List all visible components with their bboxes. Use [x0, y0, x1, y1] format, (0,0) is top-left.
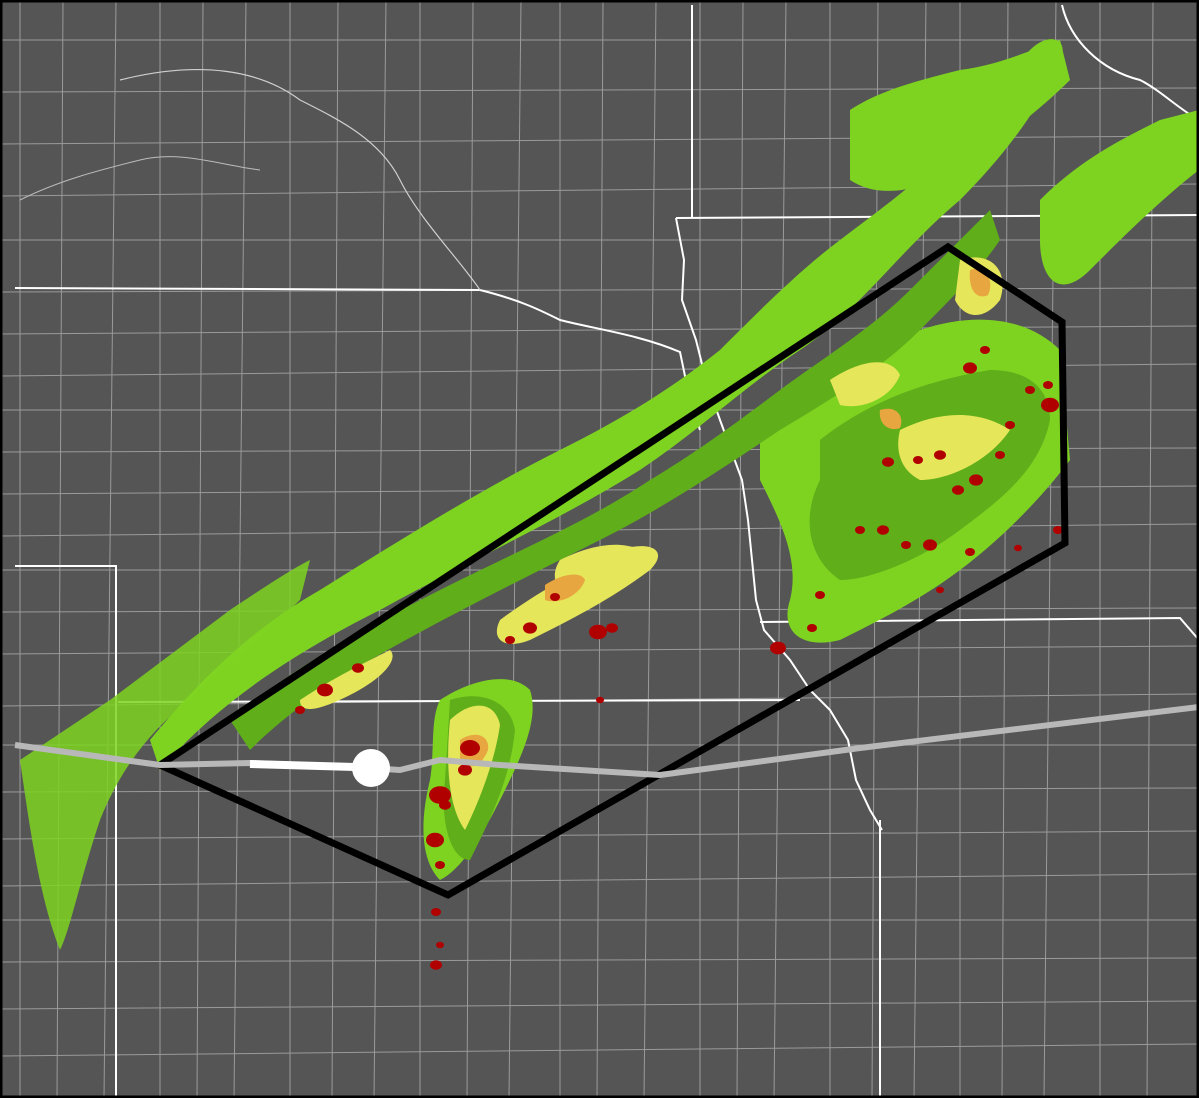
county-line-vertical [1001, 0, 1009, 1098]
radar-extreme-core [429, 786, 451, 804]
radar-extreme-core [460, 740, 480, 756]
radar-extreme-core [550, 593, 560, 601]
radar-extreme-core [317, 683, 333, 697]
radar-extreme-core [807, 624, 817, 632]
radar-extreme-core [980, 346, 990, 354]
county-line-vertical [373, 0, 387, 1098]
radar-extreme-core [1043, 381, 1053, 389]
radar-extreme-core [1041, 397, 1059, 413]
radar-veryheavy-4 [879, 408, 902, 430]
river-upper [119, 68, 481, 291]
radar-extreme-core [934, 450, 946, 460]
radar-extreme-core [815, 591, 825, 599]
radar-extreme-core [436, 941, 444, 949]
radar-extreme-core [877, 525, 889, 535]
track-line-current [249, 760, 356, 771]
state-line-mn-west [479, 289, 701, 431]
county-line-horizontal [0, 1043, 1199, 1057]
river-mid [19, 156, 261, 201]
radar-extreme-core [505, 636, 515, 644]
radar-extreme-core [430, 960, 442, 970]
radar-extreme-core [1053, 526, 1063, 534]
radar-extreme-core [1014, 544, 1022, 552]
radar-band-north [850, 40, 1070, 191]
county-line-vertical [331, 0, 339, 1098]
county-line-horizontal [0, 873, 1199, 887]
radar-extreme-core [458, 764, 472, 776]
state-line-wi-mi [1061, 4, 1199, 121]
county-line-vertical [508, 0, 522, 1098]
state-line-north [14, 287, 481, 291]
radar-extreme-core [770, 641, 786, 655]
county-line-vertical [103, 0, 117, 1098]
radar-extreme-core [439, 800, 451, 810]
storm-track [14, 704, 1199, 787]
radar-band-east [1040, 110, 1199, 285]
radar-extreme-core [882, 457, 894, 467]
radar-extreme-core [913, 456, 923, 464]
radar-extreme-core [352, 663, 364, 673]
radar-extreme-core [523, 622, 537, 634]
radar-heavy-5 [898, 415, 1010, 480]
radar-band-main [150, 39, 1063, 771]
county-line-vertical [736, 0, 744, 1098]
radar-extreme-core [936, 586, 944, 594]
radar-extreme-core [969, 474, 983, 486]
watch-box [152, 242, 1069, 899]
radar-extreme-core [431, 908, 441, 916]
county-line-horizontal [0, 607, 1199, 613]
radar-extreme-core [995, 451, 1005, 459]
radar-extreme-core [435, 861, 445, 869]
radar-extreme-core [1005, 421, 1015, 429]
radar-extreme-core [589, 624, 607, 640]
county-line-vertical [773, 0, 787, 1098]
radar-extreme-core [606, 623, 618, 633]
radar-extreme-core [963, 362, 977, 374]
county-line-horizontal [0, 1000, 1199, 1010]
county-line-horizontal [0, 135, 1199, 145]
radar-extreme-core [596, 696, 604, 704]
radar-heavy-6 [448, 705, 500, 830]
radar-extreme-core [965, 548, 975, 556]
radar-echoes [20, 39, 1199, 970]
radar-heavy-3 [830, 362, 900, 407]
radar-moderate-main [230, 210, 1000, 750]
track-position-marker [352, 749, 390, 787]
county-line-horizontal [0, 183, 1199, 197]
state-line-ne-ks [15, 565, 117, 1098]
county-line-horizontal [0, 957, 1199, 963]
county-line-horizontal [0, 830, 1199, 840]
radar-extreme-core [295, 706, 305, 714]
radar-veryheavy-3 [969, 269, 991, 297]
radar-extreme-core [855, 526, 865, 534]
county-line-horizontal [0, 787, 1199, 793]
radar-extreme-core [923, 539, 937, 551]
radar-extreme-core [1025, 386, 1035, 394]
county-line-vertical [233, 0, 247, 1098]
track-line-past [14, 704, 1199, 778]
radar-extreme-core [952, 485, 964, 495]
radar-extreme-core [901, 541, 911, 549]
radar-extreme-core [426, 832, 444, 848]
county-line-vertical [196, 0, 204, 1098]
state-line-il-south [759, 616, 1199, 641]
